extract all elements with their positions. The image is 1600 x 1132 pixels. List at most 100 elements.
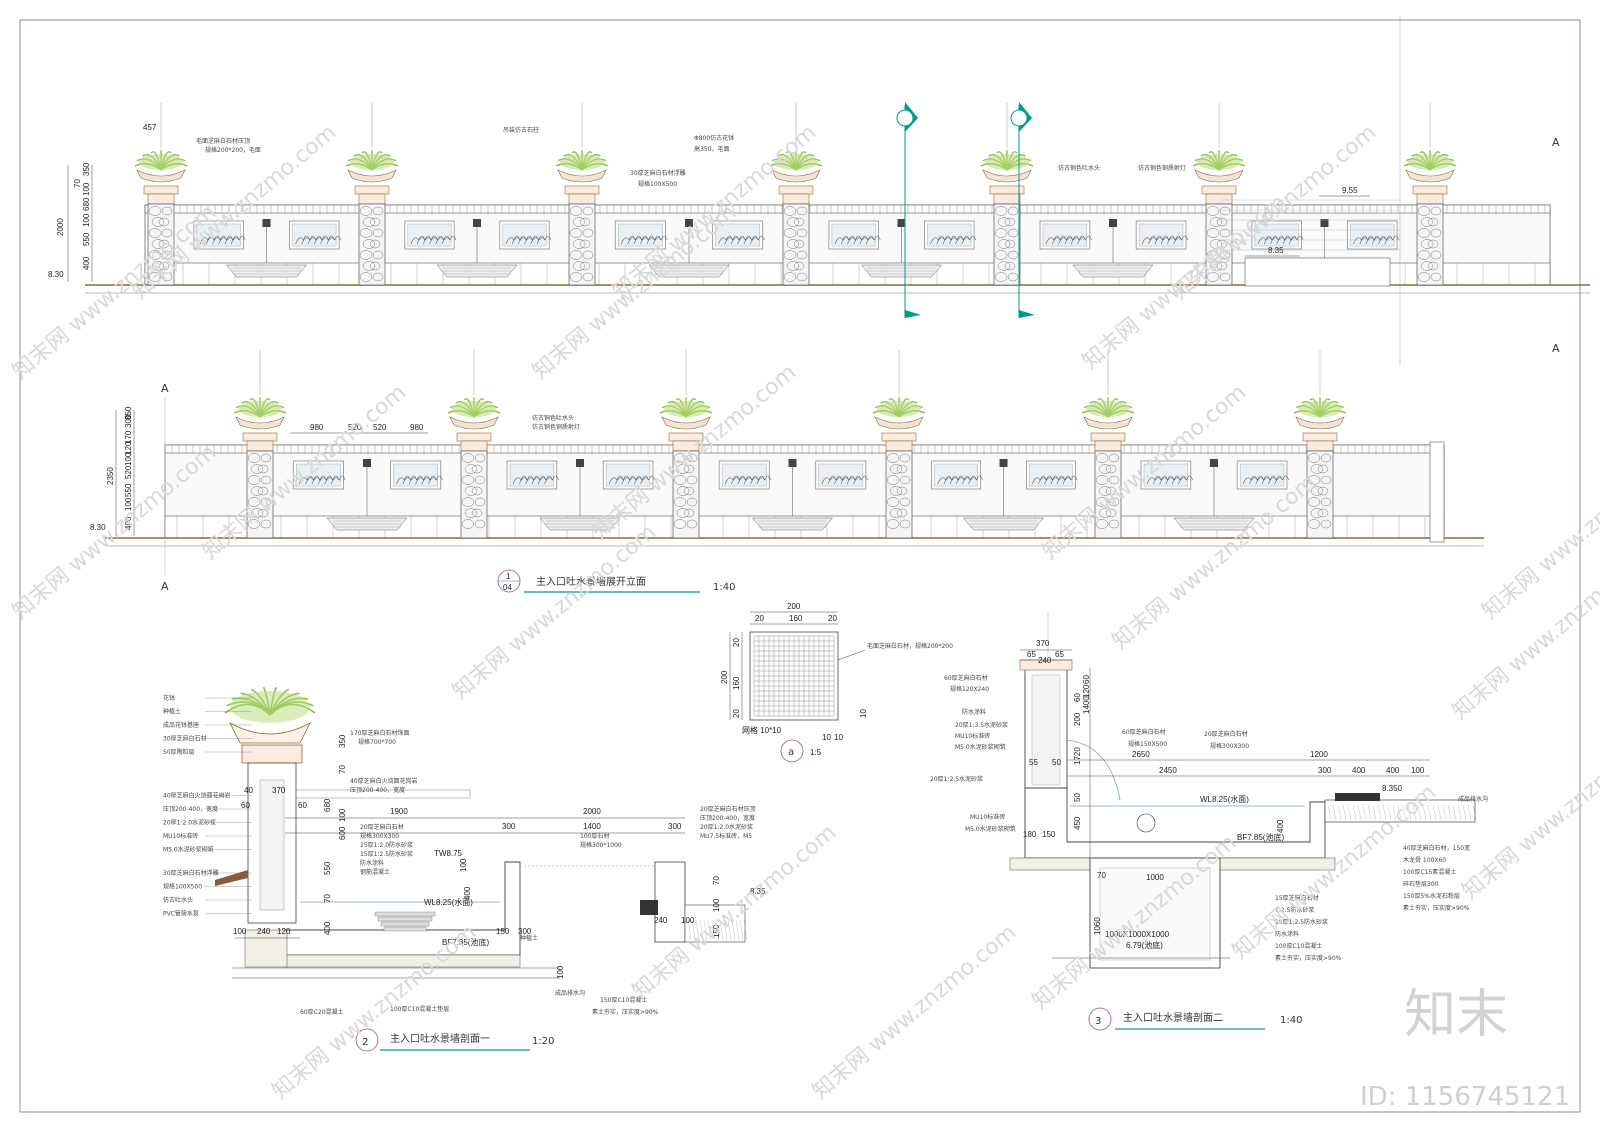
pillar-stone [1206, 228, 1220, 238]
pillar-stone [372, 228, 384, 238]
pillar-stone [148, 250, 162, 260]
paving-hatch [1427, 804, 1432, 821]
planter-bowl [771, 169, 821, 183]
paving-hatch [1362, 804, 1367, 821]
spout-head [788, 459, 797, 467]
paving-hatch [1412, 804, 1417, 821]
pillar-stone [148, 206, 162, 216]
pillar-stone [582, 272, 594, 282]
index-sheet: 04 [503, 583, 512, 592]
pillar-stone [1206, 206, 1220, 216]
s2-dim-240: 240 [257, 927, 271, 936]
s3-note-right: 20厚芝麻白石材 [1204, 730, 1248, 738]
relief-leaf [396, 475, 411, 485]
pillar-stone [260, 497, 272, 507]
s2-note-right: 20厚芝麻白石材压顶 [700, 805, 756, 813]
coping-ghost [295, 789, 471, 799]
elevation-lower-dims: A A 2350 400 100 550 520 100 120 170 300… [90, 382, 580, 593]
detail-a-scale: 1:5 [810, 748, 822, 757]
pillar-stone [1417, 206, 1431, 216]
sump-inner [1099, 867, 1211, 961]
detail-a-dim-right-1: 10 [859, 709, 868, 718]
spout-head [576, 459, 584, 467]
relief-leaf [718, 235, 733, 245]
s2-dim-v9: 100 [459, 858, 468, 872]
dim-lower-7: 170 [124, 430, 133, 444]
pillar-stone [899, 519, 911, 529]
pillar-stone [1209, 261, 1223, 271]
pillar-stone [247, 475, 261, 485]
relief-panel-inner [927, 223, 972, 247]
pillar-stone [994, 272, 1008, 282]
paving-hatch [1397, 804, 1402, 821]
s2-dim-100b: 100 [681, 916, 695, 925]
paving-hatch [1457, 804, 1462, 821]
planter-bowl [136, 169, 186, 183]
pillar-stone [793, 261, 805, 271]
s2-note-right: 种植土 [520, 934, 538, 942]
pillar-stone [569, 206, 583, 216]
pillar-stone [1420, 261, 1434, 271]
section-marker-circle [896, 109, 914, 127]
pillar-stone [896, 508, 908, 518]
pillar-cap [242, 432, 278, 442]
pillar-stone [372, 206, 384, 216]
section-a-top-2: A [1552, 342, 1560, 355]
pillar-shaft [782, 203, 810, 286]
pillar-stone [1307, 519, 1321, 529]
pillar-stone [673, 475, 687, 485]
pillar-stone [783, 250, 797, 260]
pillar-stone [1430, 228, 1442, 238]
pillar-stone [572, 217, 586, 227]
relief-leaf [1077, 235, 1092, 245]
note-u2: 规格200*200，毛面 [205, 146, 261, 154]
pillar-stone [1320, 475, 1332, 485]
section-2-title-block: 2 主入口吐水景墙剖面一 1:20 [355, 1028, 554, 1052]
elevation-upper-dims: 457 2000 400 550 100 680 100 70 350 8.30… [48, 123, 1560, 355]
section-3-notes-left: 60厚芝麻白石材规格120X240防水涂料20厚1:3.5水泥砂浆MU10标准砖… [930, 674, 1016, 833]
s3-note-left: 20厚1:3.5水泥砂浆 [955, 721, 1008, 729]
pillar-stone [1310, 464, 1324, 474]
pillar-stone [997, 261, 1011, 271]
level-830-lower: 8.30 [90, 523, 106, 532]
s3-note-left: 规格120X240 [950, 685, 989, 693]
pillar-stone [260, 519, 272, 529]
pillar-stone [471, 508, 483, 518]
pillar-cap [1201, 185, 1237, 195]
pillar-stone [1095, 475, 1109, 485]
relief-panel-inner [509, 463, 555, 487]
section-2-notes-right: 170厚芝麻白石材饰面规格700*70040厚芝麻白火烧面花岗岩压顶200-40… [300, 729, 756, 1016]
note-l2: 仿古铜色铜质射灯 [532, 423, 580, 431]
pillar-stone [889, 508, 903, 518]
s2-note-right: 20厚芝麻白石材 [360, 823, 404, 831]
pillar-stone [1430, 206, 1442, 216]
s2-level-tw: TW8.75 [434, 849, 463, 858]
s3-note-right: 素土夯实，压实度>90% [1275, 954, 1342, 962]
pillar-stone [683, 486, 695, 496]
s2-note-left: 压顶200-400，宽度 [163, 805, 218, 813]
paving-hatch [1422, 804, 1427, 821]
spacing-3: 520 [373, 423, 387, 432]
column-core [259, 779, 285, 911]
detail-a-dim-left-1: 20 [732, 638, 741, 647]
pillar-stone [1427, 239, 1439, 249]
pillar-stone [161, 228, 173, 238]
pillar-stone [359, 250, 373, 260]
elevation-upper [67, 15, 1590, 365]
section-2 [215, 686, 748, 979]
pillar-stone [1105, 508, 1117, 518]
relief-leaf [961, 235, 977, 245]
plant-foliage [774, 154, 818, 170]
pillar-stone [676, 464, 690, 474]
pillar-stone [1417, 228, 1431, 238]
spacing-1: 980 [310, 423, 324, 432]
section-2-labels: 2000 1900 300 1400 300 240 370 60 60 40 … [233, 734, 766, 979]
pillar-stone [461, 519, 475, 529]
relief-panel-inner [393, 463, 438, 487]
pillar-neck [568, 193, 596, 205]
s3-level-8350: 8.350 [1382, 784, 1403, 793]
pillar-stone [1219, 206, 1231, 216]
pillar-stone [148, 228, 162, 238]
s3-note-right: 150厚5%水泥石粉层 [1403, 892, 1460, 900]
relief-leaf [305, 475, 320, 485]
